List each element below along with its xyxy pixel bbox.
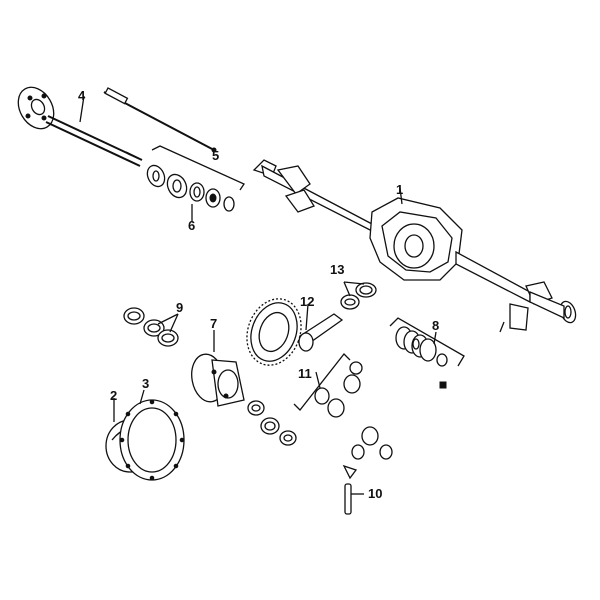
callout-9: 9 [176,300,183,315]
callout-11: 11 [298,366,312,381]
pinion-bearing-part[interactable] [340,281,377,310]
spider-gear-part[interactable] [293,353,393,480]
axle-housing-part[interactable] [252,159,578,333]
shim-stack-part[interactable] [389,317,465,389]
callout-6: 6 [188,218,195,233]
axle-shaft-part[interactable] [11,81,143,167]
callout-12: 12 [300,294,314,309]
callout-8: 8 [432,318,439,333]
cross-pin-part[interactable] [344,483,364,515]
differential-case-part[interactable] [188,330,297,446]
callout-5: 5 [212,148,219,163]
callout-13: 13 [330,262,344,277]
callout-1: 1 [396,182,403,197]
callout-10: 10 [368,486,382,501]
cover-gasket-part[interactable] [119,389,185,481]
ring-and-pinion-part[interactable] [238,291,344,373]
callouts: 1 2 3 4 5 6 7 8 9 10 11 12 13 [78,88,439,501]
long-shaft-part[interactable] [103,87,217,153]
callout-4: 4 [78,88,86,103]
callout-2: 2 [110,388,117,403]
bearing-kit-part[interactable] [144,145,245,222]
callout-3: 3 [142,376,149,391]
callout-7: 7 [210,316,217,331]
carrier-bearing-part[interactable] [123,307,179,347]
